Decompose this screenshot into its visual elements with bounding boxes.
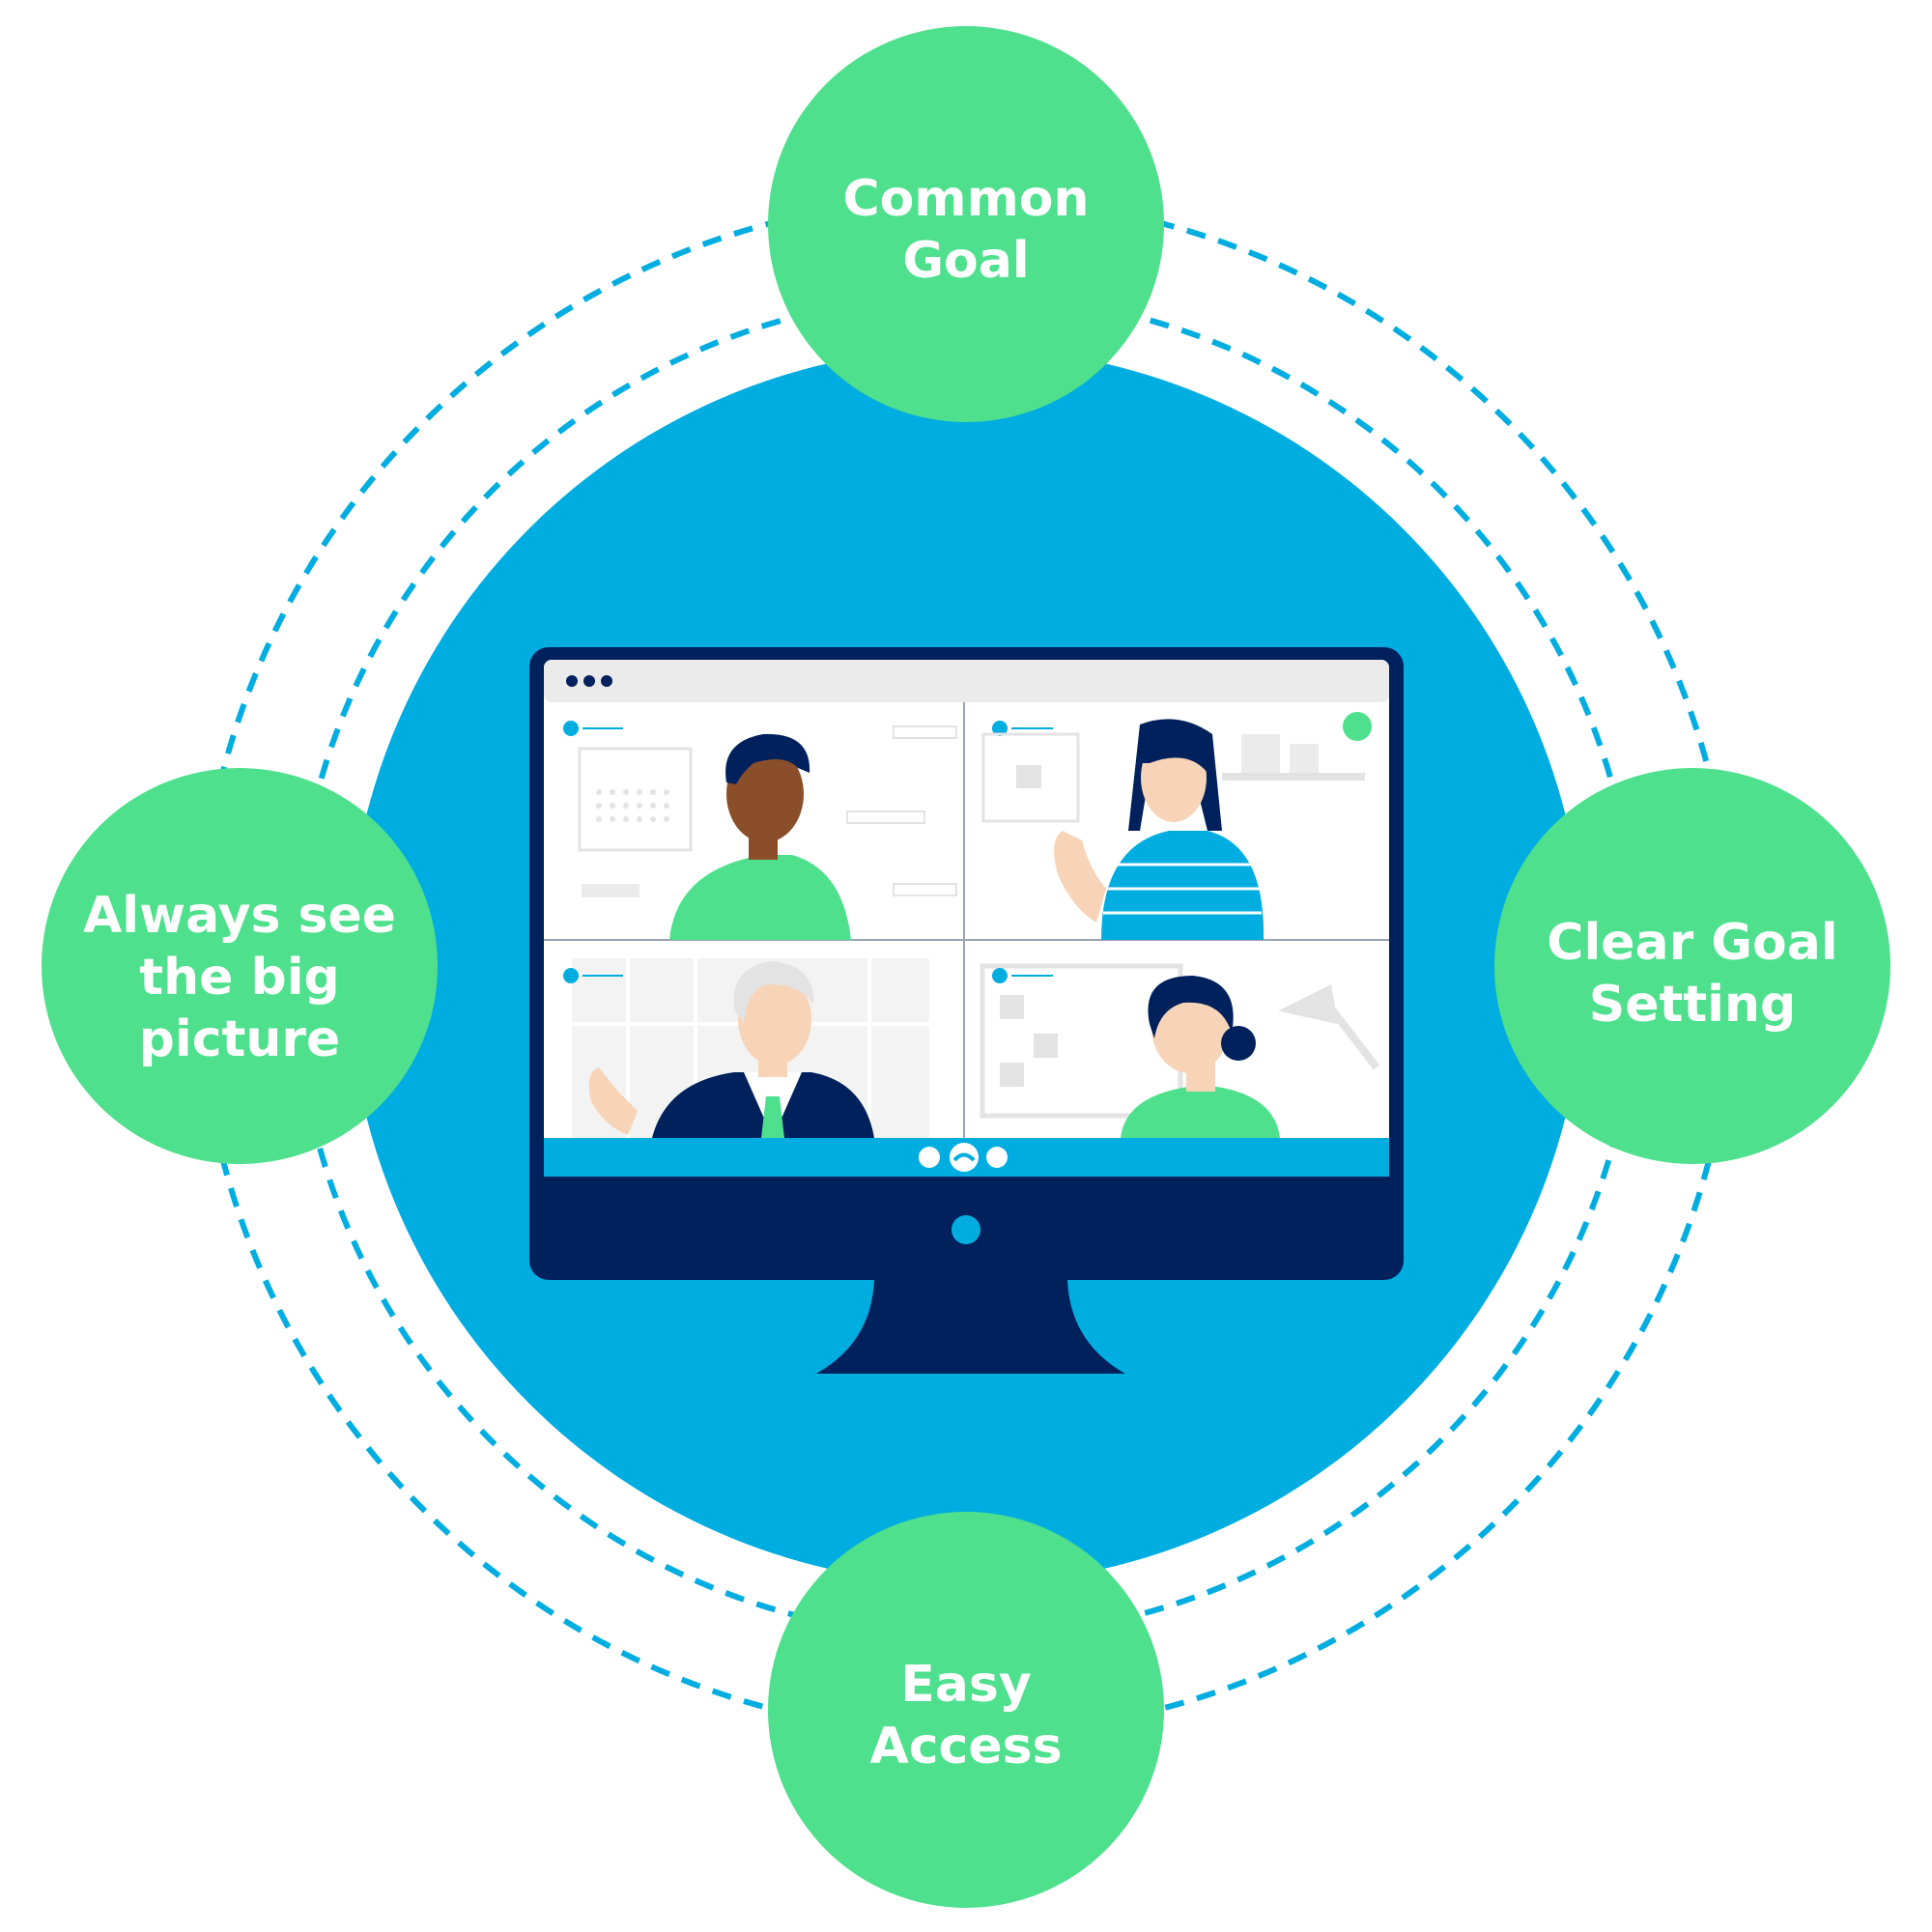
- power-button-icon: [952, 1215, 980, 1244]
- node-easy-access: [768, 1512, 1164, 1908]
- tile-status-dot-icon: [992, 968, 1008, 983]
- hang-up-icon[interactable]: [950, 1143, 979, 1172]
- monitor-illustration: [529, 647, 1404, 1374]
- monitor-stand: [816, 1280, 1125, 1374]
- video-tile-3: [563, 958, 929, 1138]
- tile-status-dot-icon: [563, 968, 579, 983]
- video-tile-1: [563, 721, 957, 940]
- window-dot-icon: [566, 675, 578, 687]
- node-label-common-goal: Common Goal: [842, 170, 1090, 290]
- node-clear-goal-setting: [1494, 768, 1890, 1164]
- node-label-easy-access: Easy Access: [869, 1656, 1063, 1776]
- add-user-icon: [1343, 712, 1372, 741]
- video-tile-4: [980, 963, 1380, 1138]
- calendar-icon: [578, 747, 693, 852]
- tile-status-dot-icon: [992, 721, 1008, 736]
- picture-frame-icon: [981, 732, 1080, 823]
- screen-toolbar: [544, 660, 1389, 702]
- window-dot-icon: [583, 675, 595, 687]
- tile-status-dot-icon: [563, 721, 579, 736]
- video-tile-2: [981, 712, 1372, 940]
- more-icon[interactable]: [919, 1147, 940, 1168]
- node-label-clear-goal-setting: Clear Goal Setting: [1547, 914, 1838, 1034]
- desk-lamp-icon: [1278, 984, 1380, 1070]
- camera-icon[interactable]: [986, 1147, 1008, 1168]
- shelf-icon: [1222, 773, 1365, 781]
- node-common-goal: [768, 26, 1164, 422]
- window-dot-icon: [601, 675, 612, 687]
- node-always-see-big-picture: [42, 768, 438, 1164]
- node-label-always-see-big-picture: Always see the big picture: [82, 887, 397, 1068]
